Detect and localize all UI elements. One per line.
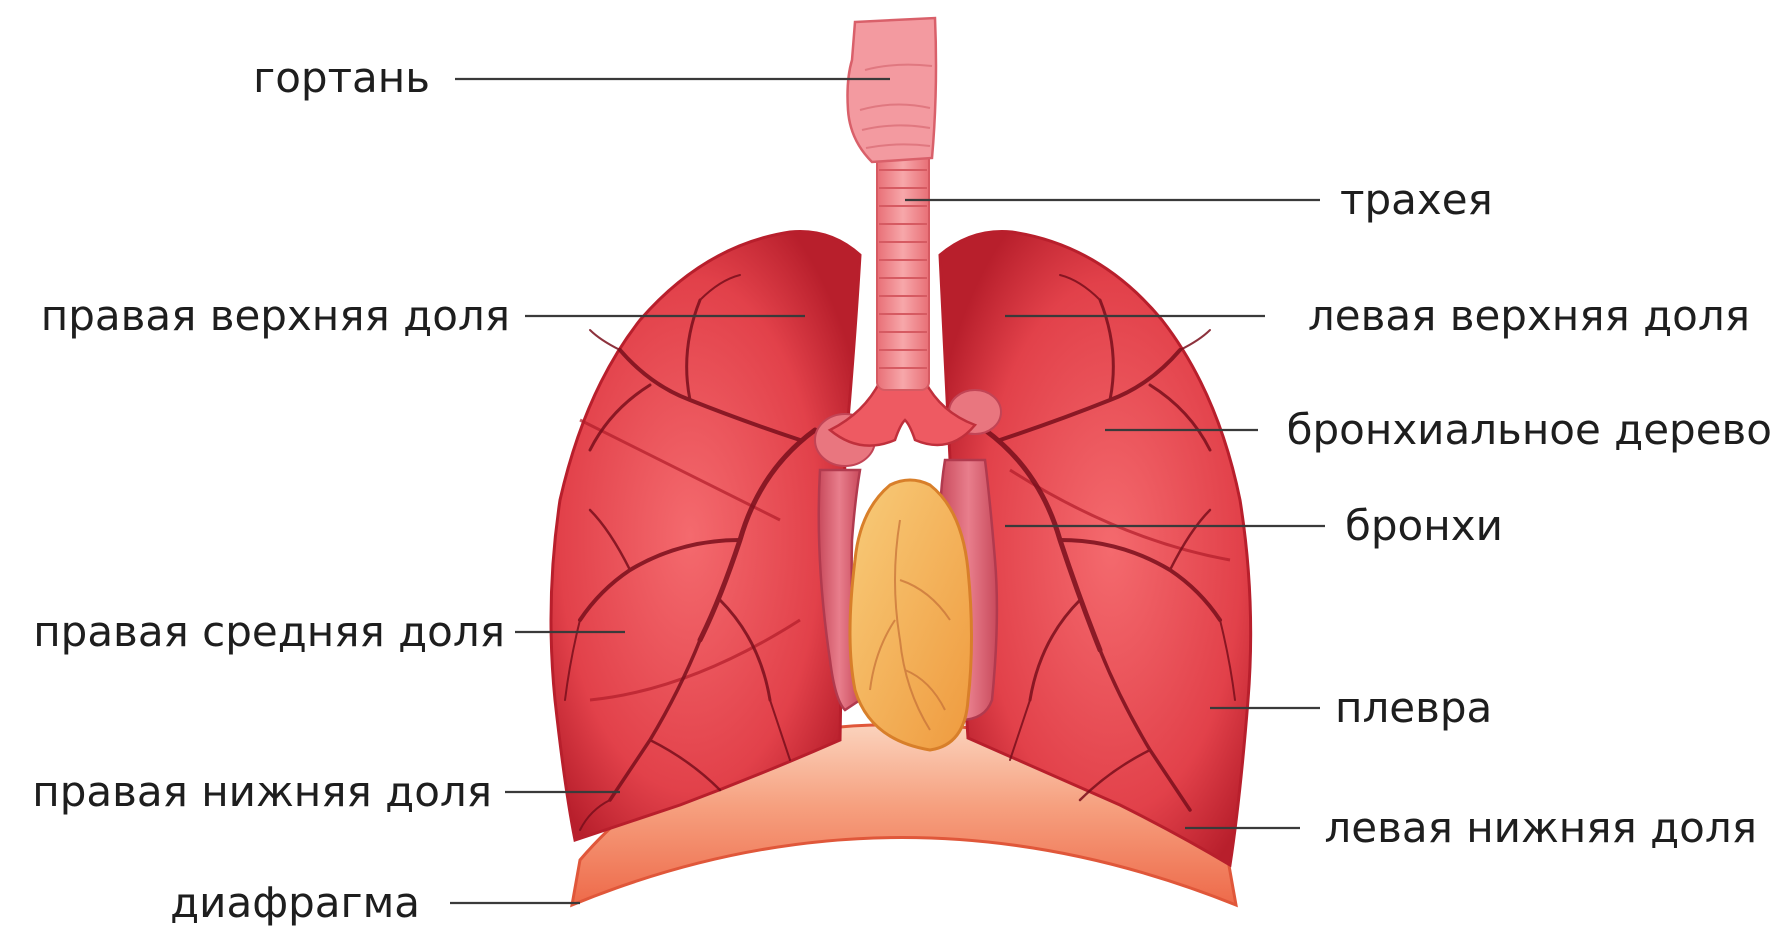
label-right-upper-lobe: правая верхняя доля: [41, 291, 510, 340]
heart: [850, 480, 972, 750]
label-larynx: гортань: [253, 53, 430, 102]
trachea-tube: [877, 150, 929, 390]
label-trachea: трахея: [1340, 175, 1493, 224]
larynx-shape: [848, 18, 937, 162]
label-right-lower-lobe: правая нижняя доля: [32, 767, 492, 816]
label-pleura: плевра: [1335, 683, 1492, 732]
label-bronchi: бронхи: [1345, 501, 1503, 550]
label-diaphragm: диафрагма: [170, 878, 420, 927]
label-left-lower-lobe: левая нижняя доля: [1324, 803, 1757, 852]
right-lung: [551, 231, 860, 840]
label-bronchial-tree: бронхиальное дерево: [1287, 405, 1772, 454]
label-left-upper-lobe: левая верхняя доля: [1308, 291, 1750, 340]
label-right-middle-lobe: правая средняя доля: [33, 607, 505, 656]
anatomy-illustration: [551, 18, 1251, 905]
